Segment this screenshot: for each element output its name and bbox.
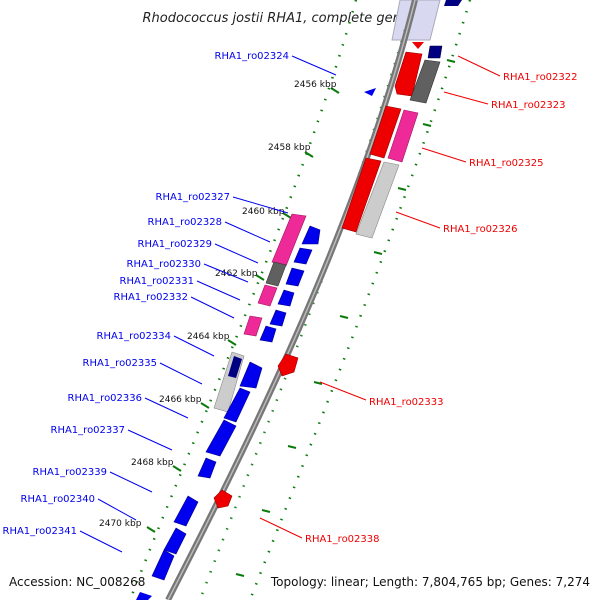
gene-label-reverse[interactable]: RHA1_ro02322 <box>503 72 578 83</box>
gene-RHA1-ro02327[interactable] <box>271 213 307 267</box>
gene-RHA1-ro02323[interactable] <box>409 59 441 104</box>
gene-label-forward[interactable]: RHA1_ro02336 <box>68 393 143 404</box>
gene-red-mid[interactable] <box>369 105 402 159</box>
kbp-tick <box>287 445 297 449</box>
gene-RHA1-ro02338[interactable] <box>213 489 233 509</box>
gene-blue-d[interactable] <box>259 325 277 343</box>
gene-RHA1-ro02325[interactable] <box>387 109 419 163</box>
kbp-tick <box>446 59 456 63</box>
gene-navy-small[interactable] <box>427 45 443 59</box>
forward-leaders <box>79 55 337 553</box>
gene-bottom-partial[interactable] <box>136 592 152 600</box>
gene-RHA1-ro02322[interactable] <box>412 42 424 49</box>
gene-label-forward[interactable]: RHA1_ro02335 <box>83 358 158 369</box>
gene-label-forward[interactable]: RHA1_ro02341 <box>3 526 78 537</box>
kbp-tick <box>373 251 383 255</box>
top-partial-genes <box>391 0 462 41</box>
gene-label-forward[interactable]: RHA1_ro02332 <box>114 292 189 303</box>
kbp-tick <box>172 465 182 472</box>
gene-blue-e[interactable] <box>197 457 217 479</box>
kbp-tick <box>422 123 432 127</box>
gene-label-forward[interactable]: RHA1_ro02337 <box>51 425 126 436</box>
gene-RHA1-ro02340[interactable] <box>163 527 187 555</box>
kbp-tick <box>282 212 292 219</box>
gene-label-forward[interactable]: RHA1_ro02329 <box>138 239 213 250</box>
kbp-labels: 2456 kbp 2458 kbp 2460 kbp 2462 kbp 2464… <box>99 80 337 529</box>
reverse-leaders <box>259 55 501 539</box>
kbp-label: 2464 kbp <box>187 332 230 342</box>
forward-strand-genes <box>136 213 321 600</box>
map-title: Rhodococcus jostii RHA1, complete genome <box>143 11 430 26</box>
gene-magenta-small[interactable] <box>243 315 263 337</box>
backbone <box>165 0 418 600</box>
gene-top-partial-navy[interactable] <box>444 0 462 6</box>
gene-blue-c[interactable] <box>269 309 287 327</box>
gene-gray-long[interactable] <box>355 161 400 239</box>
gene-label-forward[interactable]: RHA1_ro02327 <box>156 192 231 203</box>
kbp-label: 2460 kbp <box>242 207 285 217</box>
gene-RHA1-ro02333[interactable] <box>277 353 299 377</box>
gene-label-forward[interactable]: RHA1_ro02334 <box>97 331 172 342</box>
reverse-gene-labels: RHA1_ro02322 RHA1_ro02323 RHA1_ro02325 R… <box>305 72 578 545</box>
gene-label-forward[interactable]: RHA1_ro02328 <box>148 217 223 228</box>
gene-blue-b[interactable] <box>277 289 295 307</box>
gene-RHA1-ro02326[interactable] <box>341 157 382 233</box>
gene-label-forward[interactable]: RHA1_ro02339 <box>33 467 108 478</box>
gene-label-forward[interactable]: RHA1_ro02324 <box>215 51 290 62</box>
gene-label-reverse[interactable]: RHA1_ro02323 <box>491 100 566 111</box>
tick-tracks <box>128 0 472 600</box>
gene-label-reverse[interactable]: RHA1_ro02333 <box>369 397 444 408</box>
kbp-label: 2456 kbp <box>294 80 337 90</box>
kbp-label: 2458 kbp <box>268 143 311 153</box>
gene-RHA1-ro02335[interactable] <box>239 361 263 389</box>
gene-label-reverse[interactable]: RHA1_ro02326 <box>443 224 518 235</box>
gene-label-reverse[interactable]: RHA1_ro02325 <box>469 158 544 169</box>
gene-label-forward[interactable]: RHA1_ro02340 <box>21 494 96 505</box>
gene-RHA1-ro02331[interactable] <box>285 267 305 287</box>
kbp-label: 2466 kbp <box>159 395 202 405</box>
forward-gene-labels: RHA1_ro02324 RHA1_ro02327 RHA1_ro02328 R… <box>3 51 290 537</box>
kbp-tick <box>313 381 323 385</box>
gene-RHA1-ro02332[interactable] <box>257 284 278 307</box>
genome-summary-text: Topology: linear; Length: 7,804,765 bp; … <box>270 575 590 589</box>
gene-blue-small-arrow[interactable] <box>364 88 376 96</box>
gene-label-forward[interactable]: RHA1_ro02331 <box>120 276 195 287</box>
kbp-label: 2462 kbp <box>215 269 258 279</box>
gene-label-reverse[interactable]: RHA1_ro02338 <box>305 534 380 545</box>
kbp-tick <box>146 526 156 533</box>
reverse-strand-genes <box>213 42 443 509</box>
kbp-label: 2468 kbp <box>131 458 174 468</box>
kbp-tick <box>339 315 349 319</box>
kbp-tick <box>227 339 237 346</box>
gene-RHA1-ro02328[interactable] <box>301 225 321 245</box>
gene-navy-inset[interactable] <box>228 356 242 378</box>
kbp-tick <box>255 274 265 281</box>
kbp-tick <box>397 187 407 191</box>
kbp-tick <box>330 87 340 94</box>
gene-RHA1-ro02337[interactable] <box>205 419 237 457</box>
accession-text: Accession: NC_008268 <box>9 575 145 589</box>
gene-RHA1-ro02330[interactable] <box>265 261 287 287</box>
gene-red-large-top[interactable] <box>394 51 423 97</box>
kbp-tick <box>235 573 245 577</box>
gene-label-forward[interactable]: RHA1_ro02330 <box>127 259 202 270</box>
gene-RHA1-ro02341[interactable] <box>151 549 175 581</box>
kbp-tick <box>200 402 210 409</box>
gene-RHA1-ro02336[interactable] <box>223 387 251 423</box>
kbp-tick <box>261 509 271 513</box>
gene-RHA1-ro02329[interactable] <box>293 247 313 265</box>
kbp-label: 2470 kbp <box>99 519 142 529</box>
kbp-tick <box>304 151 314 158</box>
gene-RHA1-ro02339[interactable] <box>173 495 199 527</box>
